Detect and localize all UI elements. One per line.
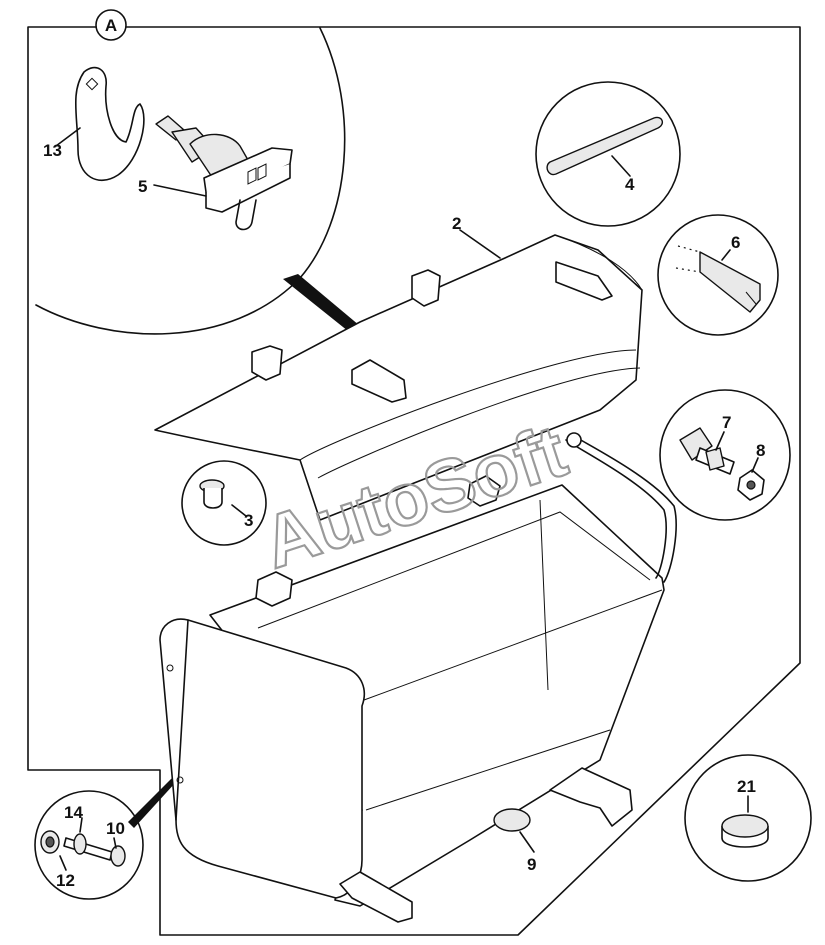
callout-12: 10 — [106, 819, 125, 838]
latch-part — [155, 115, 293, 231]
callout-7: 13 — [43, 141, 62, 160]
seal-strip-detail — [657, 214, 779, 336]
view-marker: A — [95, 9, 127, 41]
callout-2: 2 — [452, 214, 461, 233]
callout-5: 5 — [138, 177, 147, 196]
fastener-detail — [34, 778, 176, 900]
plug-detail — [684, 754, 812, 882]
view-marker-label: A — [105, 16, 117, 35]
frame-outline — [27, 26, 801, 936]
callout-9: 8 — [756, 441, 765, 460]
callout-10: 9 — [527, 855, 536, 874]
lid-part — [154, 229, 643, 521]
bolt-nut-detail — [659, 389, 791, 521]
callout-21: 21 — [737, 777, 756, 796]
hook-part — [74, 66, 145, 181]
box-body — [159, 432, 677, 923]
rod-detail — [535, 81, 681, 227]
pin-detail — [181, 460, 267, 546]
callout-4: 4 — [625, 175, 635, 194]
callout-14: 12 — [56, 871, 75, 890]
callout-3: 3 — [244, 511, 253, 530]
callout-8: 7 — [722, 413, 731, 432]
callout-13: 14 — [64, 803, 83, 822]
callout-6: 6 — [731, 233, 740, 252]
fastener-pointer — [128, 778, 176, 828]
